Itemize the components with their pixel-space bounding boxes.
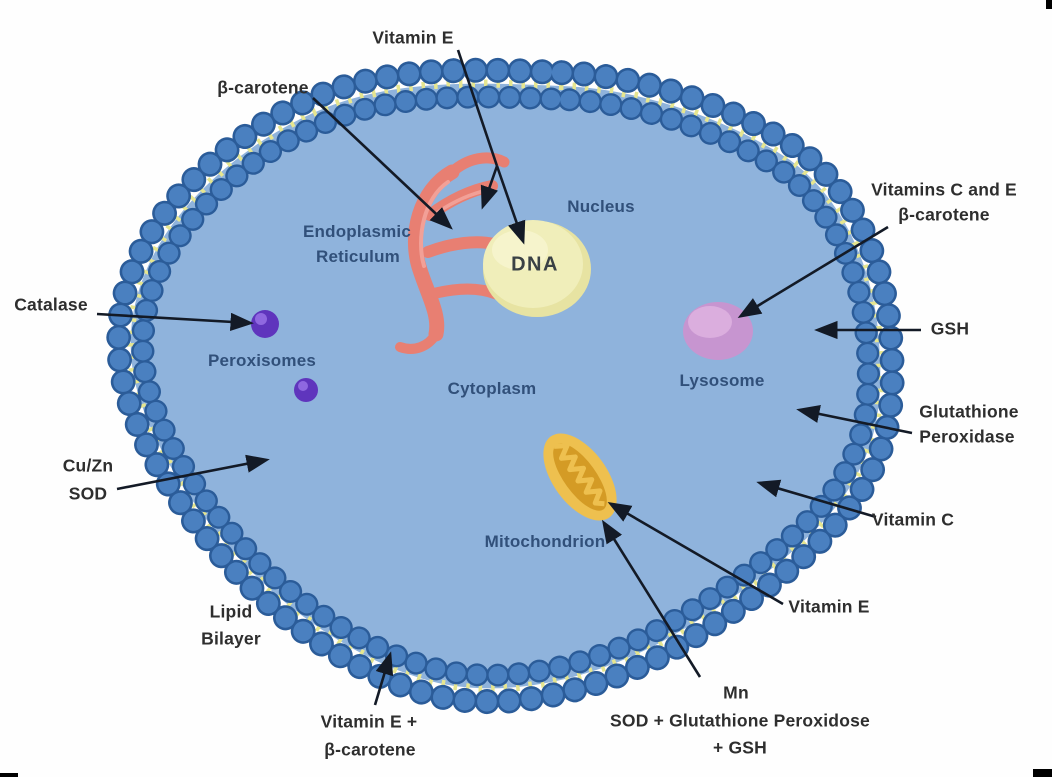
mn-sod-arrow xyxy=(601,519,702,678)
cu-zn-sod-label-line2: SOD xyxy=(68,483,108,504)
vitamin-e-top-arrow-dna xyxy=(495,165,526,245)
vitamin-e-right-arrow xyxy=(607,502,784,606)
vitamins-c-e-arrow xyxy=(737,225,889,319)
vitamin-e-top-arrow-er xyxy=(480,165,499,210)
cu-zn-sod-arrow xyxy=(116,454,270,491)
vitamin-c-arrow xyxy=(756,479,877,519)
lipid-bilayer-label-line1: Lipid xyxy=(209,601,253,622)
vitamin-e-right-label: Vitamin E xyxy=(788,596,870,617)
mn-sod-gsh-label-line3: + GSH xyxy=(712,737,768,758)
mn-sod-gsh-label-line1: Mn xyxy=(723,682,749,703)
vitamins-c-and-e-label-line2: β-carotene xyxy=(898,204,990,225)
lysosome-shape xyxy=(683,302,753,360)
vitamin-e-top-arrow-stem xyxy=(456,49,499,167)
glutathione-peroxidase-label-line2: Peroxidase xyxy=(919,426,1015,447)
catalase-arrow xyxy=(96,312,254,331)
beta-carotene-top-arrow xyxy=(312,97,453,230)
peroxisome-shapes xyxy=(251,310,318,402)
vitamin-e-beta-carotene-arrow xyxy=(373,651,394,706)
glutathione-peroxidase-arrow xyxy=(796,405,913,435)
cu-zn-sod-label-line1: Cu/Zn xyxy=(62,455,114,476)
gsh-label: GSH xyxy=(930,318,970,339)
lysosome-label: Lysosome xyxy=(679,371,765,390)
endoplasmic-reticulum-label-line1: Endoplasmic xyxy=(302,222,412,241)
catalase-label: Catalase xyxy=(14,294,88,315)
nucleus-shape xyxy=(483,220,591,317)
glutathione-peroxidase-label-line1: Glutathione xyxy=(919,401,1019,422)
mitochondrion-label: Mitochondrion xyxy=(484,532,606,551)
endoplasmic-reticulum-label-line2: Reticulum xyxy=(316,247,400,266)
nucleus-label: Nucleus xyxy=(567,197,635,216)
lipid-bilayer-label-line2: Bilayer xyxy=(201,628,261,649)
beta-carotene-top-label: β-carotene xyxy=(217,77,309,98)
mitochondrion-shape xyxy=(543,433,617,521)
vitamin-e-top-label: Vitamin E xyxy=(372,27,454,48)
vitamins-c-and-e-label-line1: Vitamins C and E xyxy=(871,179,1017,200)
vitamin-e-beta-carotene-label-line2: β-carotene xyxy=(324,739,416,760)
cytoplasm-label: Cytoplasm xyxy=(447,379,537,398)
mn-sod-gsh-label-line2: SOD + Glutathione Peroxidose xyxy=(610,710,870,731)
dna-label: DNA xyxy=(511,253,559,276)
peroxisomes-label: Peroxisomes xyxy=(207,351,317,370)
vitamin-c-label: Vitamin C xyxy=(871,509,955,530)
vitamin-e-beta-carotene-label-line1: Vitamin E + xyxy=(320,711,418,732)
annotation-arrows xyxy=(96,49,921,706)
